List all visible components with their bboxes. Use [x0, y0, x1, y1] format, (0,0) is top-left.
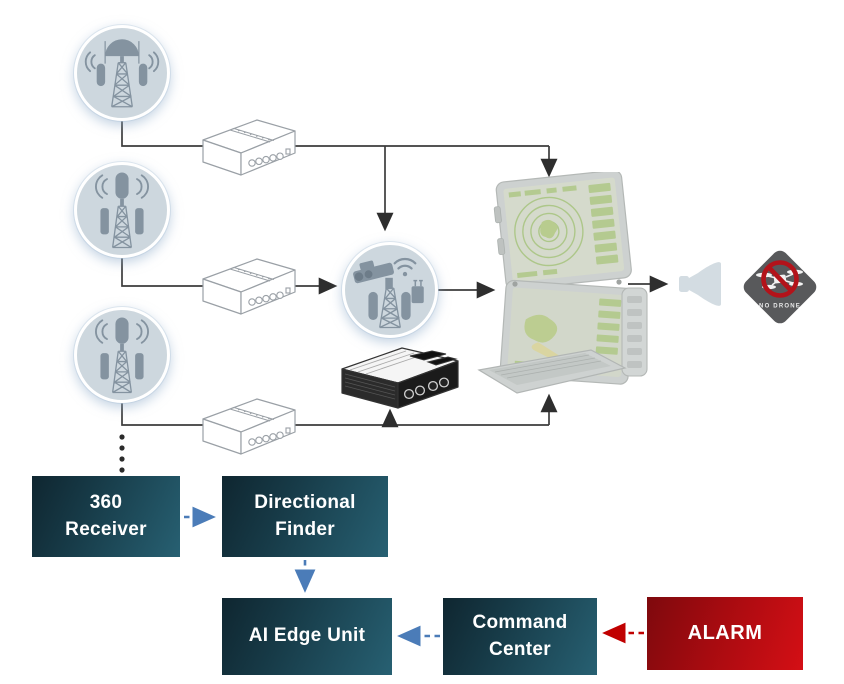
box-360-receiver-line2: Receiver — [65, 518, 147, 540]
rugged-console-icon — [477, 172, 648, 394]
box-command-center-line2: Center — [489, 638, 551, 660]
no-drone-sign-icon: NO DRONE — [743, 250, 817, 324]
no-drone-sign-text: NO DRONE — [759, 304, 801, 310]
box-directional-finder-line2: Finder — [275, 518, 335, 540]
speaker-horn-icon — [679, 262, 721, 306]
box-directional-finder: Directional Finder — [222, 476, 388, 557]
ellipsis-dots — [119, 434, 125, 473]
capsule-antenna-icon — [95, 172, 149, 249]
box-360-receiver-line1: 360 — [89, 491, 123, 513]
box-360-receiver: 360 Receiver — [32, 476, 180, 557]
receiver-unit-icon — [202, 258, 296, 315]
wire-antenna2-to-receiver2 — [121, 258, 203, 287]
capsule-antenna-node-2 — [74, 307, 170, 403]
box-ai-edge-unit: AI Edge Unit — [222, 598, 392, 675]
dome-antenna-icon — [84, 39, 160, 108]
receiver-unit-icon — [202, 398, 296, 455]
box-command-center-line1: Command — [472, 611, 568, 633]
wire-antenna1-to-receiver1 — [121, 121, 203, 147]
box-ai-edge-unit-line1: AI Edge Unit — [248, 625, 366, 647]
box-directional-finder-line1: Directional — [254, 491, 356, 513]
capsule-antenna-node-1 — [74, 162, 170, 258]
box-command-center: Command Center — [443, 598, 597, 675]
box-alarm-label: ALARM — [687, 622, 763, 644]
drone-glyph — [756, 269, 803, 290]
capsule-antenna-icon — [95, 317, 149, 394]
prohibition-mark — [761, 260, 799, 298]
wire-antenna3-to-receiver3 — [121, 403, 203, 426]
ai-edge-hardware-icon — [341, 347, 459, 409]
dome-antenna-node — [74, 25, 170, 121]
receiver-unit-icon — [202, 119, 296, 176]
directional-finder-tower-icon — [353, 257, 424, 329]
box-alarm: ALARM — [647, 597, 803, 670]
directional-finder-node — [342, 242, 438, 338]
